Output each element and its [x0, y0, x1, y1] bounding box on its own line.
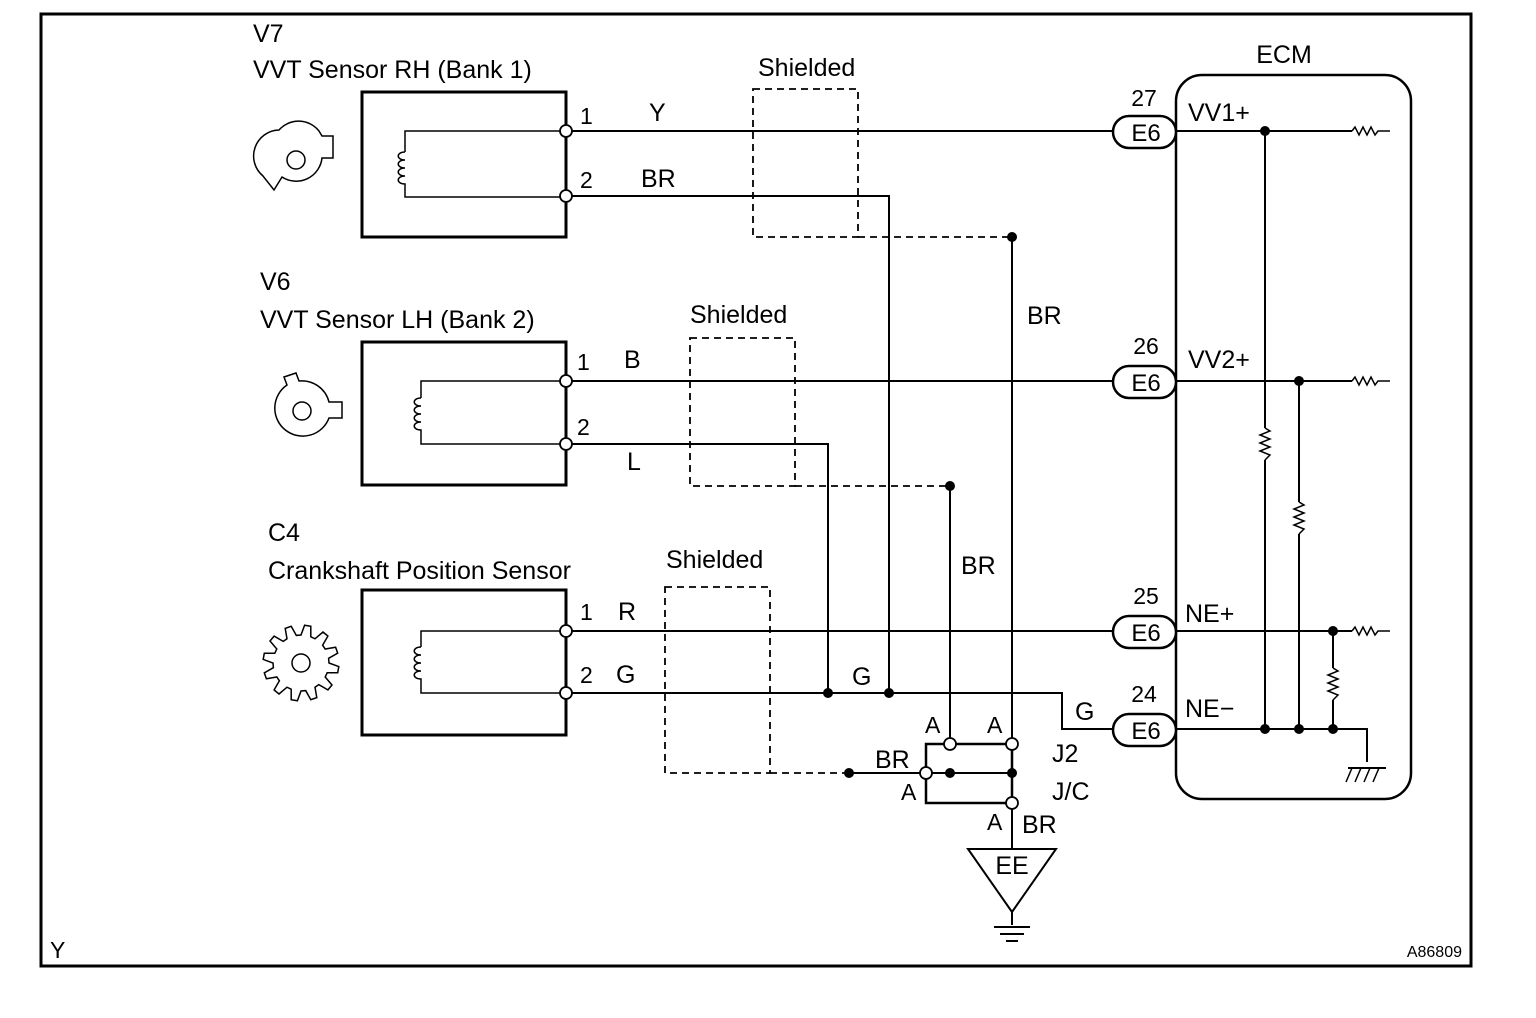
ecm-chassis-ground-icon [1345, 767, 1386, 783]
sensor-c4-body [360, 588, 568, 737]
wire-v6-l [566, 443, 829, 693]
shield-v7: Shielded [752, 54, 859, 238]
ecm-terminal-26: E6 26 VV2+ [1111, 333, 1250, 400]
shield-v6-label: Shielded [690, 301, 787, 329]
ecm-signal-ne-plus: NE+ [1185, 600, 1234, 628]
ecm-pin-26: 26 [1133, 333, 1159, 359]
sensor-c4-code: C4 [268, 519, 300, 547]
wire-label-v6-2: L [627, 448, 641, 476]
wire-label-g-ecm: G [1075, 698, 1094, 726]
wire-label-c4-1: R [618, 598, 636, 626]
sensor-v6-code: V6 [260, 268, 291, 296]
sensor-v7-name: VVT Sensor RH (Bank 1) [253, 56, 532, 84]
sensor-v7: V7 VVT Sensor RH (Bank 1) 1 2 [252, 20, 593, 239]
junction-pin-a-1: A [925, 712, 941, 738]
wire-label-br-jc: BR [875, 746, 910, 774]
ecm-connector-label-25: E6 [1131, 620, 1160, 647]
corner-label: Y [50, 937, 65, 963]
ecm-body [1174, 73, 1413, 801]
sensor-v6-coil-icon [413, 380, 566, 445]
sensor-c4-pin2: 2 [580, 662, 593, 688]
wire-label-br-low: BR [961, 552, 996, 580]
ecm-pin-24: 24 [1131, 681, 1157, 707]
sensor-v7-body [360, 90, 568, 239]
ecm-terminal-24: E6 24 NE− [1111, 681, 1234, 748]
ecm-internal-circuit [1176, 125, 1390, 783]
wires [566, 130, 1113, 848]
sensor-c4-pin1: 1 [580, 599, 593, 625]
ecm-signal-vv2: VV2+ [1188, 346, 1250, 374]
sensor-terminals [559, 124, 573, 700]
junction-type: J/C [1052, 778, 1090, 806]
wire-label-br-ground: BR [1022, 811, 1057, 839]
wire-label-g-join: G [852, 663, 871, 691]
sensor-v7-reluctor-icon [252, 120, 334, 192]
sensor-c4-coil-icon [413, 630, 566, 694]
diagram-frame [39, 12, 1473, 968]
figure-id: A86809 [1407, 944, 1462, 961]
sensor-v6-name: VVT Sensor LH (Bank 2) [260, 306, 535, 334]
shield-v7-label: Shielded [758, 54, 855, 82]
shield-c4-label: Shielded [666, 546, 763, 574]
wire-label-v7-1: Y [649, 99, 666, 127]
sensor-v6-pin2: 2 [577, 414, 590, 440]
ecm-connector-label-27: E6 [1131, 120, 1160, 147]
wire-c4-g [566, 692, 1113, 730]
ecm-pin-27: 27 [1131, 85, 1157, 111]
ecm-terminal-27: E6 27 VV1+ [1111, 85, 1250, 150]
sensor-v7-coil-icon [397, 130, 566, 198]
shield-c4: Shielded [664, 546, 771, 774]
sensor-v7-pin2: 2 [580, 167, 593, 193]
junction-pin-a-3: A [901, 779, 917, 805]
ground-icon [994, 926, 1030, 942]
junction-j2: A A A A J2 J/C [901, 712, 1090, 835]
ecm-terminal-25: E6 25 NE+ [1111, 583, 1234, 650]
splice-dots [823, 232, 1017, 778]
junction-pin-a-2: A [987, 712, 1003, 738]
wire-v7-br [566, 195, 890, 693]
sensor-c4: C4 Crankshaft Position Sensor 1 2 [262, 519, 593, 737]
sensor-v7-pin1: 1 [580, 103, 593, 129]
ecm: ECM E6 27 VV1+ E6 26 VV2+ E6 25 NE+ E6 2… [1111, 41, 1413, 801]
ground-label: EE [995, 852, 1028, 880]
sensor-v6: V6 VVT Sensor LH (Bank 2) 1 2 [260, 268, 590, 487]
ecm-signal-ne-minus: NE− [1185, 695, 1234, 723]
ecm-connector-label-26: E6 [1131, 370, 1160, 397]
ecm-pin-25: 25 [1133, 583, 1159, 609]
sensor-v6-reluctor-icon [274, 372, 343, 437]
wire-label-v6-1: B [624, 346, 641, 374]
sensor-v6-pin1: 1 [577, 349, 590, 375]
ecm-connector-label-24: E6 [1131, 718, 1160, 745]
shield-v6: Shielded [689, 301, 796, 487]
sensor-c4-name: Crankshaft Position Sensor [268, 557, 571, 585]
wire-label-br-mid: BR [1027, 302, 1062, 330]
junction-name: J2 [1052, 740, 1078, 768]
sensor-v6-body [360, 340, 568, 487]
wire-label-c4-2: G [616, 661, 635, 689]
ecm-title: ECM [1256, 41, 1312, 69]
sensor-v7-code: V7 [253, 20, 284, 48]
ecm-signal-vv1: VV1+ [1188, 99, 1250, 127]
wire-label-v7-2: BR [641, 165, 676, 193]
junction-pin-a-4: A [987, 809, 1003, 835]
ground-ee: EE [966, 848, 1058, 942]
sensor-c4-gear-icon [262, 624, 340, 702]
